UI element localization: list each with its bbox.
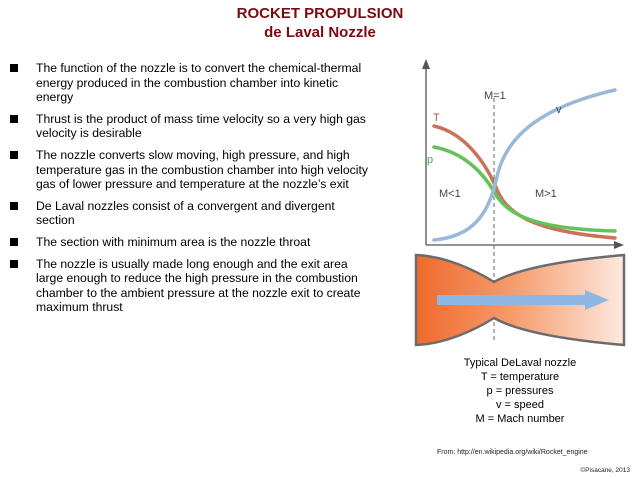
- slide-title: ROCKET PROPULSION de Laval Nozzle: [150, 4, 490, 42]
- bullet-text: The nozzle converts slow moving, high pr…: [36, 147, 368, 192]
- label-v: v: [556, 104, 562, 116]
- bullet-square-icon: [10, 64, 18, 72]
- bullet-square-icon: [10, 114, 18, 123]
- bullet-text: De Laval nozzles consist of a convergent…: [36, 198, 335, 228]
- bullet-square-icon: [10, 201, 18, 210]
- bullet-text: The nozzle is usually made long enough a…: [36, 256, 361, 315]
- nozzle-diagram: M=1 v T p M<1 M>1: [414, 59, 626, 347]
- flow-arrow-icon: [585, 290, 609, 310]
- caption-line: T = temperature: [480, 371, 560, 383]
- bullet-item: The nozzle converts slow moving, high pr…: [8, 148, 373, 192]
- label-mgt1: M>1: [535, 188, 557, 200]
- label-m1: M=1: [484, 90, 506, 102]
- title-line-1: ROCKET PROPULSION: [236, 5, 404, 22]
- label-p: p: [427, 154, 433, 166]
- label-mlt1: M<1: [439, 188, 461, 200]
- bullet-square-icon: [10, 150, 18, 159]
- bullet-text: Thrust is the product of mass time veloc…: [36, 111, 366, 141]
- bullet-item: The nozzle is usually made long enough a…: [8, 257, 373, 315]
- title-line-2: de Laval Nozzle: [264, 24, 376, 41]
- bullet-text: The function of the nozzle is to convert…: [36, 61, 362, 105]
- bullet-item: Thrust is the product of mass time veloc…: [8, 112, 373, 141]
- bullet-text: The section with minimum area is the noz…: [36, 234, 311, 249]
- temperature-curve: [432, 124, 617, 240]
- caption-line: p = pressures: [486, 385, 554, 397]
- x-axis-arrow-icon: [614, 241, 624, 249]
- bullet-item: The function of the nozzle is to convert…: [8, 61, 373, 105]
- bullet-list: The function of the nozzle is to convert…: [8, 61, 373, 322]
- caption-line: Typical DeLaval nozzle: [463, 357, 577, 369]
- bullet-square-icon: [10, 237, 18, 246]
- y-axis-arrow-icon: [422, 59, 430, 69]
- pressure-curve: [432, 145, 617, 233]
- bullet-item: The section with minimum area is the noz…: [8, 235, 373, 250]
- caption-line: M = Mach number: [475, 413, 565, 425]
- figure-caption: Typical DeLaval nozzle T = temperature p…: [430, 356, 610, 426]
- flow-arrow-shaft: [437, 295, 587, 305]
- source-credit: From: http://en.wikipedia.org/wiki/Rocke…: [437, 449, 588, 456]
- velocity-curve: [432, 88, 617, 242]
- bullet-square-icon: [10, 259, 18, 268]
- copyright-notice: ©Pisacane, 2013: [580, 467, 630, 474]
- label-T: T: [433, 112, 440, 124]
- caption-line: v = speed: [495, 399, 544, 411]
- bullet-item: De Laval nozzles consist of a convergent…: [8, 199, 373, 228]
